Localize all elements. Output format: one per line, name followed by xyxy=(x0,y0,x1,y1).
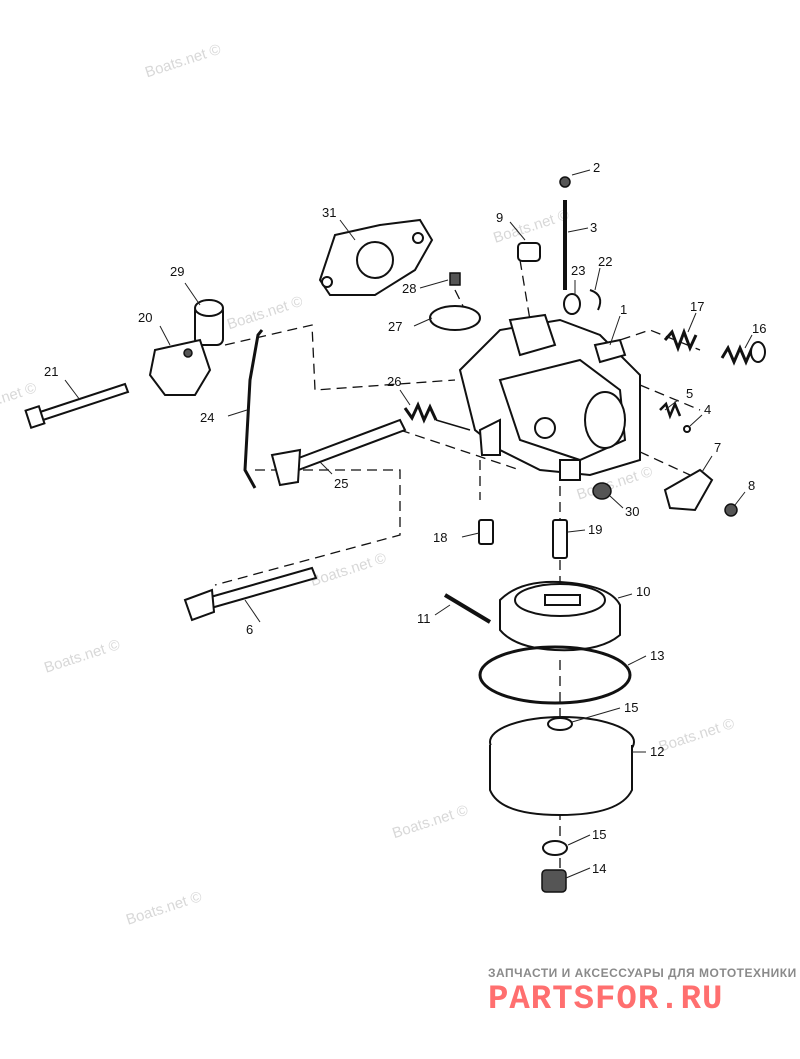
callout-1: 1 xyxy=(620,302,627,317)
drain-plug-part xyxy=(541,840,568,893)
gasket-part xyxy=(318,218,434,296)
callout-19: 19 xyxy=(588,522,602,537)
callout-4: 4 xyxy=(704,402,711,417)
callout-15: 15 xyxy=(624,700,638,715)
callout-21: 21 xyxy=(44,364,58,379)
callout-24: 24 xyxy=(200,410,214,425)
float-bowl-part xyxy=(489,716,635,817)
callout-27: 27 xyxy=(388,319,402,334)
watermark: Boats.net © xyxy=(308,550,388,590)
callout-8: 8 xyxy=(748,478,755,493)
brand-name: PARTSFOR.RU xyxy=(488,981,723,1019)
brand-tagline: ЗАПЧАСТИ И АКСЕССУАРЫ ДЛЯ МОТОТЕХНИКИ xyxy=(488,966,797,980)
plate-part xyxy=(429,272,481,331)
throttle-lever-part xyxy=(663,468,738,517)
callout-11: 11 xyxy=(417,611,431,626)
callout-28: 28 xyxy=(402,281,416,296)
callout-5: 5 xyxy=(686,386,693,401)
callout-10: 10 xyxy=(636,584,650,599)
callout-31: 31 xyxy=(322,205,336,220)
watermark: Boats.net © xyxy=(390,802,470,842)
choke-bracket-part xyxy=(148,299,224,396)
callout-30: 30 xyxy=(625,504,639,519)
watermark: Boats.net © xyxy=(225,293,305,333)
screw-30-part xyxy=(592,482,612,500)
callout-15: 15 xyxy=(592,827,606,842)
callout-23: 23 xyxy=(571,263,585,278)
callout-25: 25 xyxy=(334,476,348,491)
throttle-shaft-part xyxy=(183,566,318,622)
jets-part xyxy=(478,519,568,559)
watermark: Boats.net © xyxy=(42,636,122,676)
callout-16: 16 xyxy=(752,321,766,336)
callout-9: 9 xyxy=(496,210,503,225)
callout-7: 7 xyxy=(714,440,721,455)
leader-lines xyxy=(64,169,753,879)
watermark: Boats.net © xyxy=(124,888,204,928)
carburetor-body-part xyxy=(458,313,641,481)
choke-shaft-part xyxy=(270,418,407,487)
watermark: Boats.net © xyxy=(657,715,737,755)
small-spring-part xyxy=(659,400,691,433)
idle-screw-part xyxy=(663,327,766,366)
callout-17: 17 xyxy=(690,299,704,314)
link-rod-part xyxy=(243,329,264,489)
callout-3: 3 xyxy=(590,220,597,235)
top-small-parts xyxy=(517,176,602,315)
callout-18: 18 xyxy=(433,530,447,545)
callout-labels: 1 2 3 4 5 6 7 8 9 10 11 12 13 14 15 15 1… xyxy=(44,160,766,876)
callout-6: 6 xyxy=(246,622,253,637)
long-screw-part xyxy=(24,382,130,429)
callout-20: 20 xyxy=(138,310,152,325)
spring-part xyxy=(403,401,471,431)
callout-14: 14 xyxy=(592,861,606,876)
callout-22: 22 xyxy=(598,254,612,269)
float-part xyxy=(443,580,621,652)
brand-logo: ЗАПЧАСТИ И АКСЕССУАРЫ ДЛЯ МОТОТЕХНИКИ PA… xyxy=(488,966,797,1019)
callout-2: 2 xyxy=(593,160,600,175)
callout-26: 26 xyxy=(387,374,401,389)
watermark: Boats.net © xyxy=(143,41,223,81)
bowl-gasket-part xyxy=(478,645,632,705)
callout-12: 12 xyxy=(650,744,664,759)
callout-13: 13 xyxy=(650,648,664,663)
callout-29: 29 xyxy=(170,264,184,279)
